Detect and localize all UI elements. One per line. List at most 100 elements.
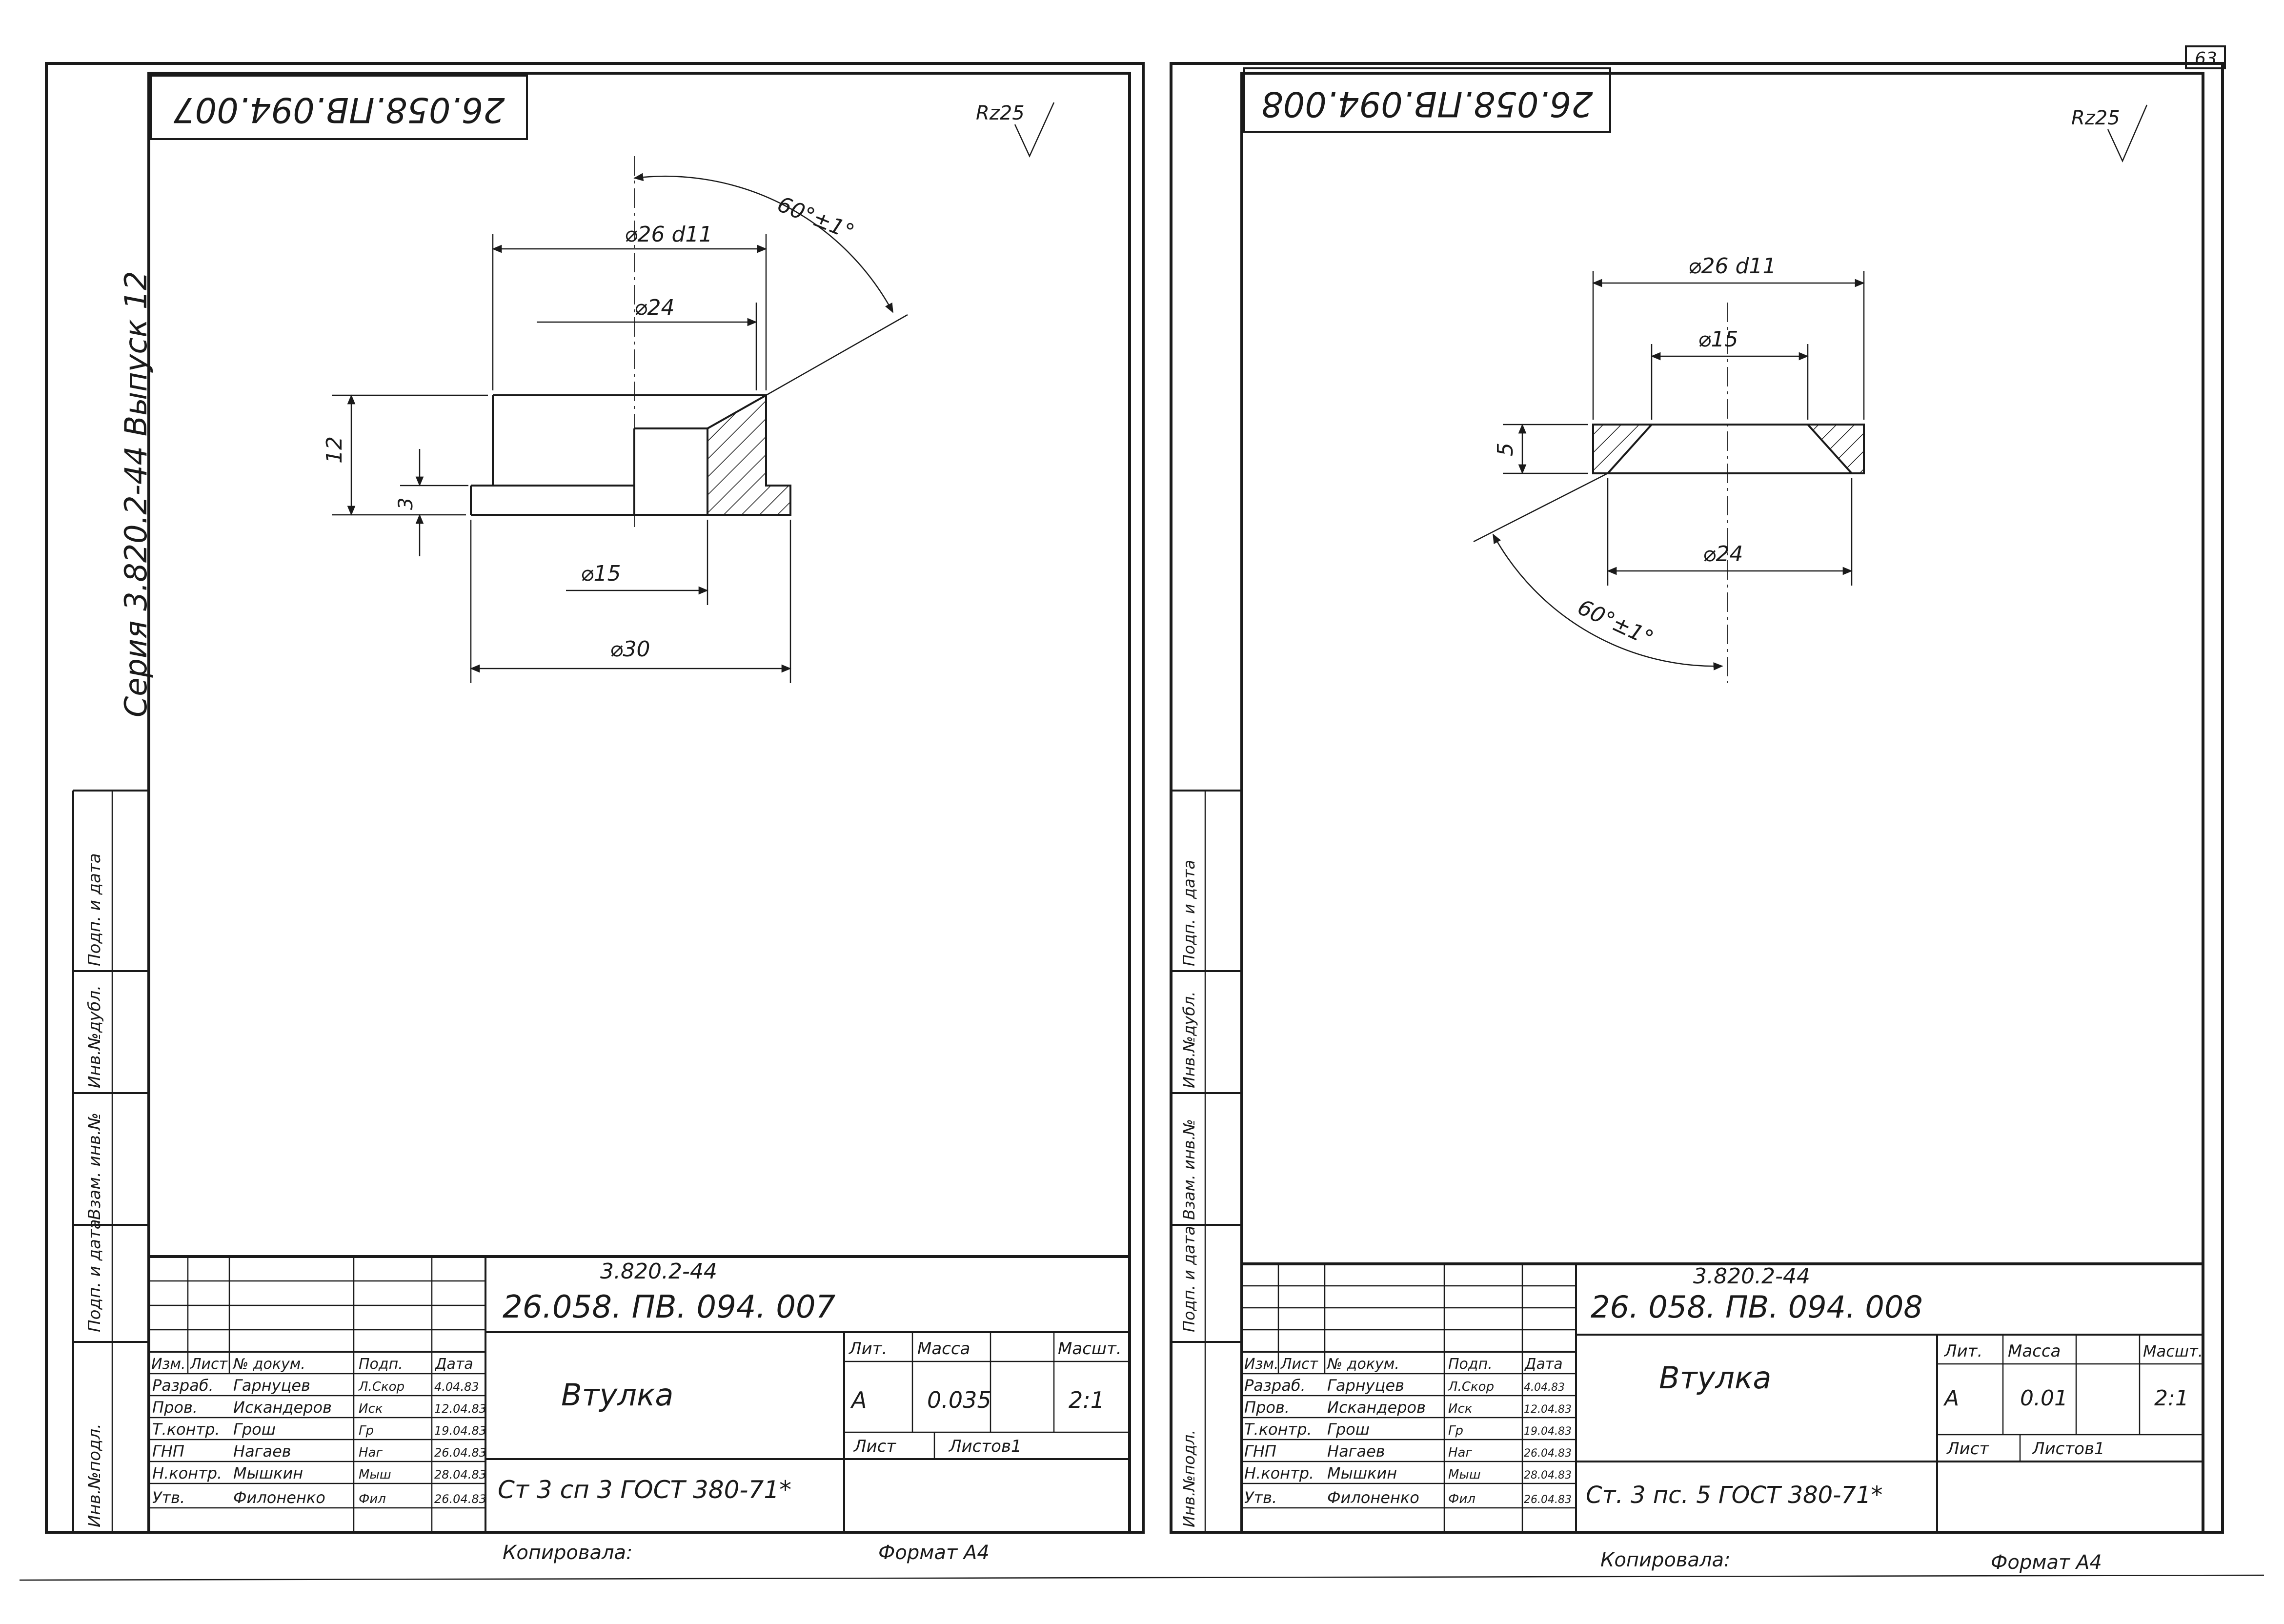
sig-signature: Наг [359,1445,383,1460]
sig-date: 26.04.83 [1524,1494,1572,1506]
right-doc-code: 26. 058. ПВ. 094. 008 [1591,1289,1923,1325]
sig-name: Грош [233,1420,276,1439]
sig-name: Нагаев [233,1442,291,1461]
sig-header-cell: Дата [1524,1356,1563,1373]
right-side-stamp: Инв.№подл. Подп. и дата Взам. инв.№ Инв.… [1171,790,1242,1532]
left-sig-rows: Разраб. Гарнуцев Л.Скор 4.04.83 Пров. Ис… [152,1376,486,1507]
right-lit-header: Лит. [1943,1341,1982,1361]
sig-role: Н.контр. [1244,1464,1314,1482]
sig-date: 28.04.83 [434,1468,486,1482]
sig-name: Филоненко [233,1488,325,1507]
sig-signature: Мыш [1448,1467,1481,1482]
left-mass: 0.035 [927,1387,991,1413]
sig-name: Мышкин [1327,1464,1397,1482]
right-section-hatch-left [1592,424,1654,474]
right-top-code-box [1243,67,1611,133]
sig-date: 26.04.83 [434,1446,486,1460]
sig-role: Пров. [152,1398,198,1417]
sig-signature: Иск [1448,1401,1473,1416]
right-top-code: 26.058.ПВ.094.008 [1261,84,1593,124]
right-sheets-label: Листов1 [2031,1439,2105,1459]
sig-role: Т.контр. [152,1420,220,1439]
sig-role: ГНП [1244,1442,1276,1461]
left-material: Ст 3 сп 3 ГОСТ 380-71* [498,1476,791,1504]
right-format: Формат А4 [1991,1551,2102,1574]
sig-date: 19.04.83 [434,1424,486,1438]
sig-name: Филоненко [1327,1488,1419,1507]
sig-date: 26.04.83 [1524,1447,1572,1460]
left-section-hatch [707,393,791,516]
left-stamp-cell: Взам. инв.№ [85,1113,104,1220]
sig-name: Мышкин [233,1464,303,1482]
sig-role: Т.контр. [1244,1420,1312,1439]
right-part-drawing: ⌀26 d11 ⌀15 5 ⌀24 60°±1° [1473,254,1865,683]
left-roughness: Rz25 [976,102,1025,124]
left-lit-header: Лит. [848,1339,887,1359]
left-title-block: Изм. Лист № докум. Подп. Дата Разраб. Га… [149,1255,1130,1532]
right-title-block: Изм. Лист № докум. Подп. Дата Разраб. Га… [1242,1262,2203,1532]
right-stamp-cell: Инв.№дубл. [1180,991,1198,1088]
left-dim-step: 3 [395,498,417,510]
left-title: Втулка [561,1377,673,1413]
right-sheet-label: Лист [1946,1439,1989,1459]
right-stamp-cell: Инв.№подл. [1180,1430,1198,1527]
left-top-code: 26.058.ПВ.094.007 [173,90,505,130]
left-side-stamp: Инв.№подл. Подп. и дата Взам. инв.№ Инв.… [72,790,149,1532]
left-drawing: 26.058.ПВ.094.007 Rz25 Серия 3.820.2-44 … [45,62,1145,1564]
sig-role: Разраб. [1244,1376,1306,1395]
left-stamp-cell: Инв.№подл. [85,1423,104,1527]
left-side-margin: Серия 3.820.2-44 Выпуск 12 [118,271,154,717]
left-lit: A [850,1387,867,1413]
left-roughness-icon [1014,102,1055,158]
sig-signature: Гр [1448,1423,1463,1438]
sig-name: Искандеров [233,1398,332,1417]
sig-name: Гарнуцев [233,1376,310,1395]
sig-date: 4.04.83 [1524,1381,1565,1394]
left-sig-header: Изм. Лист № докум. Подп. Дата [151,1356,473,1373]
sig-header-cell: Подп. [1448,1356,1493,1373]
sig-date: 12.04.83 [434,1402,486,1416]
sig-signature: Л.Скор [1448,1380,1494,1394]
right-dim-inner: ⌀24 [1703,542,1743,567]
left-scale: 2:1 [1069,1387,1105,1413]
right-scale-header: Масшт. [2143,1342,2203,1360]
right-roughness-icon [2107,104,2148,163]
sig-signature: Фил [1448,1492,1476,1506]
right-dim-bore: ⌀15 [1698,327,1738,352]
sig-header-cell: Лист [190,1356,228,1373]
right-material: Ст. 3 пс. 5 ГОСТ 380-71* [1586,1482,1883,1509]
left-dim-bore: ⌀15 [581,561,621,586]
left-sheets-label: Листов1 [948,1437,1022,1456]
sig-role: ГНП [152,1442,184,1461]
sheet-bottom-edge [19,1574,2264,1581]
left-scale-header: Масшт. [1058,1339,1122,1359]
right-lit: A [1943,1386,1959,1411]
sig-role: Утв. [152,1488,185,1507]
right-stamp-cell: Подп. и дата [1180,860,1198,966]
sig-signature: Л.Скор [358,1380,404,1394]
right-dim-height: 5 [1493,443,1518,456]
page-number-box: 63 [2185,45,2226,69]
sig-header-cell: Изм. [1244,1356,1279,1373]
sig-name: Гарнуцев [1327,1376,1404,1395]
right-scale: 2:1 [2154,1386,2189,1411]
sig-date: 4.04.83 [434,1380,479,1394]
sig-role: Пров. [1244,1398,1290,1417]
sig-signature: Наг [1448,1445,1472,1460]
right-drawing: 26.058.ПВ.094.008 Rz25 Инв.№подл. Подп. … [1170,62,2224,1574]
sig-date: 19.04.83 [1524,1425,1572,1438]
sig-signature: Гр [359,1423,374,1438]
sig-signature: Фил [359,1492,386,1506]
left-top-code-box [150,75,528,140]
sig-name: Искандеров [1327,1398,1426,1417]
sig-name: Нагаев [1327,1442,1385,1461]
right-roughness: Rz25 [2071,107,2120,129]
left-dim-height: 12 [322,436,347,464]
left-sheet-label: Лист [853,1437,896,1456]
sig-signature: Иск [359,1401,383,1416]
right-stamp-cell: Подп. и дата [1180,1226,1198,1332]
left-stamp-cell: Подп. и дата [85,853,104,966]
left-dim-inner: ⌀24 [634,295,674,320]
right-dim-outer: ⌀26 d11 [1688,254,1776,279]
